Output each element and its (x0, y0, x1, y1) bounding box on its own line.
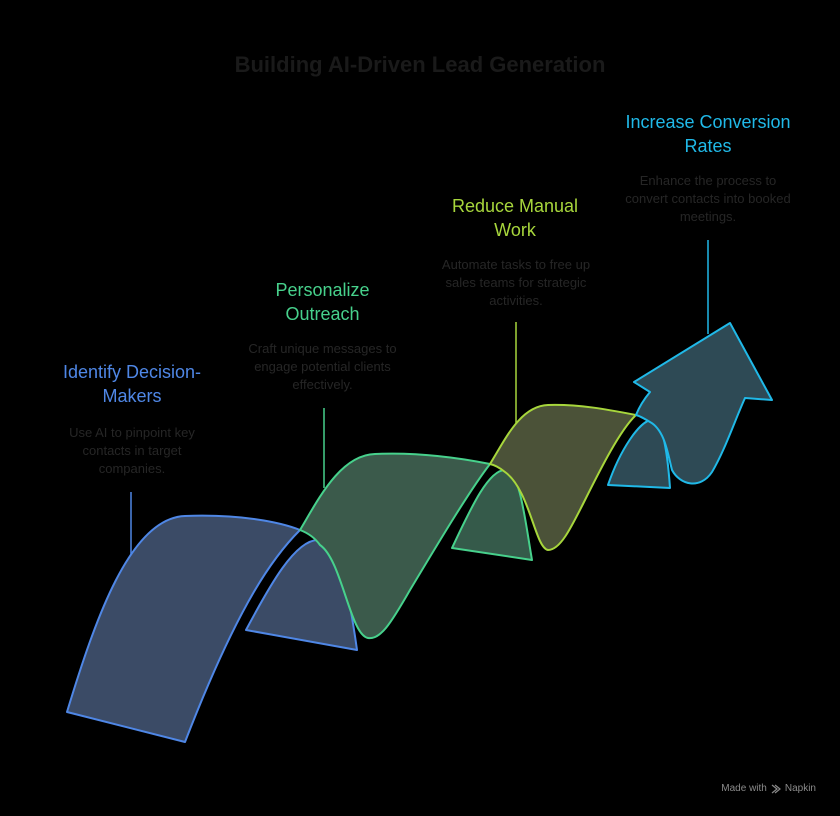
brand-label: Napkin (784, 783, 816, 794)
footer-credit: Made with Napkin (721, 783, 816, 794)
made-with-label: Made with (721, 783, 767, 794)
napkin-logo-icon (771, 784, 781, 793)
wave-segment-4-arrow (633, 322, 773, 485)
step-4-title: Increase Conversion Rates (625, 112, 791, 156)
step-3-title: Reduce Manual Work (451, 196, 579, 240)
step-1-description: Use AI to pinpoint key contacts in targe… (69, 425, 195, 476)
step-1-title: Identify Decision-Makers (62, 362, 202, 406)
step-2-description: Craft unique messages to engage potentia… (248, 341, 397, 392)
step-4-description: Enhance the process to convert contacts … (625, 173, 791, 224)
page-title: Building AI-Driven Lead Generation (234, 52, 606, 77)
step-3-description: Automate tasks to free up sales teams fo… (441, 257, 591, 308)
wave-segment-1 (66, 514, 301, 743)
step-2-title: Personalize Outreach (275, 280, 370, 324)
wave-segment-3 (489, 403, 637, 551)
wave-segment-2 (299, 452, 491, 640)
